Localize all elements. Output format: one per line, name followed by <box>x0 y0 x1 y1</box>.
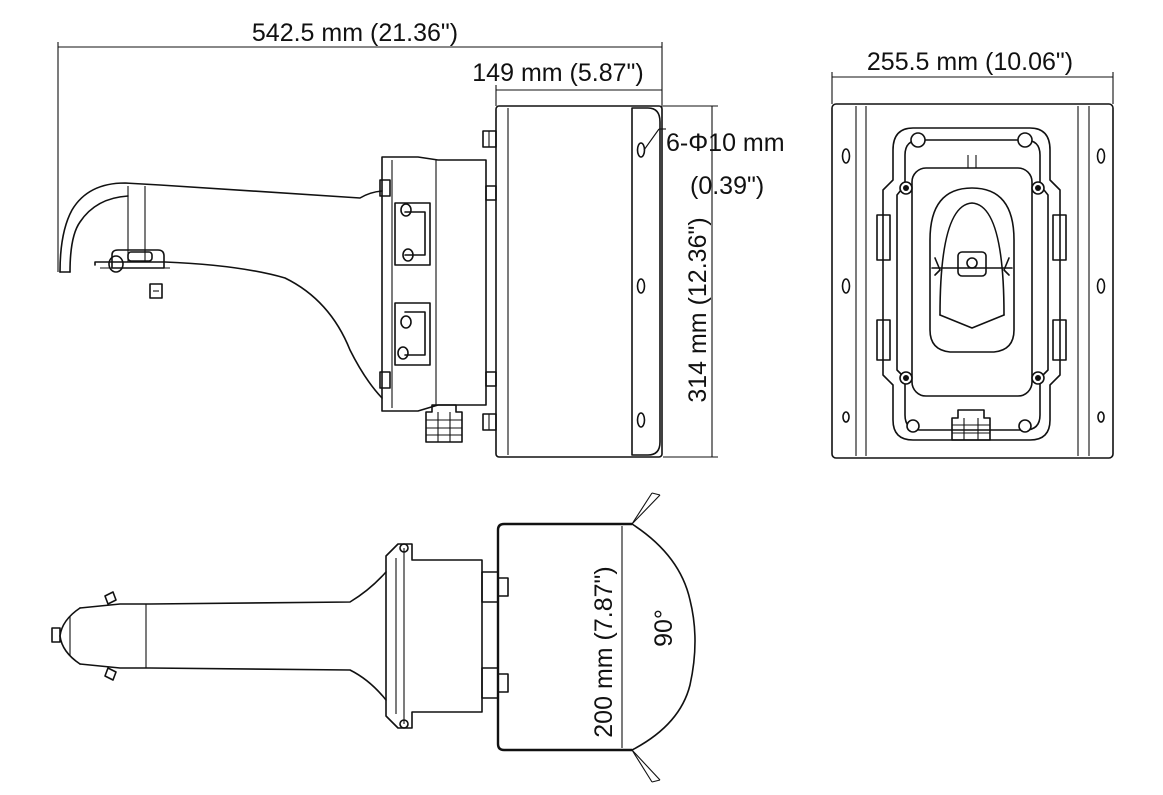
top-view: 200 mm (7.87") 90° <box>51 492 696 783</box>
junction-box <box>379 156 487 443</box>
hole-spec-line2: (0.39") <box>690 172 764 200</box>
depth-label: 149 mm (5.87") <box>472 59 643 87</box>
dimension-width: 255.5 mm (10.06") <box>831 48 1114 104</box>
hole-spec-line1: 6-Φ10 mm <box>666 129 785 157</box>
hole-callout: 6-Φ10 mm (0.39") <box>643 128 785 200</box>
side-view: 542.5 mm (21.36") 149 mm (5.87") 314 mm … <box>57 19 785 458</box>
wall-plate <box>482 105 663 458</box>
dimension-total-length: 542.5 mm (21.36") <box>57 19 663 272</box>
front-view: 255.5 mm (10.06") <box>831 48 1114 459</box>
total-length-label: 542.5 mm (21.36") <box>252 19 458 47</box>
clamp-width-label: 200 mm (7.87") <box>590 566 618 737</box>
dimension-depth: 149 mm (5.87") <box>472 59 662 106</box>
angle-label: 90° <box>650 609 678 647</box>
bracket-arm <box>59 182 383 399</box>
height-label: 314 mm (12.36") <box>684 217 712 402</box>
width-label: 255.5 mm (10.06") <box>867 48 1073 76</box>
dimension-height: 314 mm (12.36") <box>663 105 718 458</box>
